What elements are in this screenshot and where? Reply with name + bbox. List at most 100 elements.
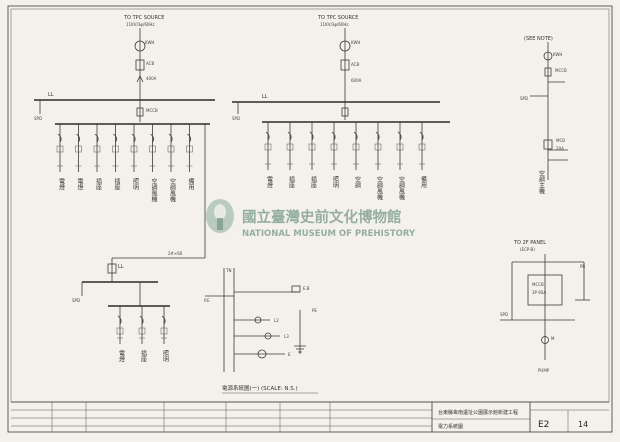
svg-text:MCCB: MCCB <box>532 282 544 287</box>
svg-text:TN: TN <box>225 268 231 273</box>
branch-circuit: 空調風機 <box>396 122 405 201</box>
svg-text:SPD: SPD <box>72 298 80 303</box>
branch-circuit: 電燈 <box>116 306 125 363</box>
middle-branch-group: 電燈 插座 插座 照明 空調 空調風機 空調風機 備用 <box>264 122 427 201</box>
svg-text:KWH: KWH <box>351 40 360 45</box>
branch-circuit: 照明 <box>160 306 169 363</box>
branch-label: 照明 <box>332 176 339 189</box>
left-source-label: TO TPC SOURCE <box>123 15 164 21</box>
drawing-border <box>7 5 613 433</box>
svg-text:KWH: KWH <box>553 52 562 57</box>
grounding-detail: TN E.B P.E L2 L3 E PE <box>204 268 317 372</box>
branch-circuit: 插座 <box>138 306 147 363</box>
branch-circuit: 插座 <box>93 124 102 191</box>
branch-label: 備用 <box>420 175 427 189</box>
branch-label: 電燈 <box>266 176 273 189</box>
svg-text:PE: PE <box>312 308 317 313</box>
project-name-cn: 台東縣卑南遺址公園展示館新建工程 <box>438 409 518 416</box>
right-panel-system: TO 2F PANEL (ECP-B) MCCB 3P 60A SPD M PU… <box>500 240 590 373</box>
branch-label: 空調風機 <box>150 177 157 203</box>
middle-system: TO TPC SOURCE 11KV/3φ/60Hz KWH ACB 600A … <box>232 15 450 123</box>
svg-text:MCCB: MCCB <box>555 68 567 73</box>
svg-text:3P 60A: 3P 60A <box>532 290 546 295</box>
svg-text:(ECP-B): (ECP-B) <box>520 247 535 252</box>
svg-text:PB: PB <box>580 264 585 269</box>
sheet-number: 14 <box>578 420 588 429</box>
svg-text:2#×60: 2#×60 <box>168 251 183 256</box>
branch-circuit: 空調風機 <box>374 122 383 201</box>
svg-text:E.B: E.B <box>303 286 310 291</box>
right-meter-icon <box>543 51 553 61</box>
svg-text:MCCB: MCCB <box>146 108 158 113</box>
left-system: TO TPC SOURCE 11KV/3φ/60Hz KWH ACB 400A … <box>34 15 215 125</box>
svg-text:PUMP: PUMP <box>538 368 550 373</box>
right-vertical-system: (SEE NOTE) KWH MCCB SPD MCB 20A 空調主機 <box>520 36 568 195</box>
branch-circuit: 電燈 <box>75 124 83 191</box>
branch-label: 電燈 <box>76 178 83 191</box>
museum-logo-icon <box>206 199 234 233</box>
left-transformer-icon <box>134 40 146 52</box>
svg-text:SPD: SPD <box>500 312 508 317</box>
branch-circuit: 電燈 <box>264 122 273 189</box>
branch-circuit: 電燈 <box>56 124 65 191</box>
middle-transformer-icon <box>339 40 351 52</box>
svg-text:SPD: SPD <box>232 116 240 121</box>
svg-text:11KV/3φ/60Hz: 11KV/3φ/60Hz <box>320 22 349 27</box>
svg-text:E: E <box>288 352 291 357</box>
svg-text:空調主機: 空調主機 <box>538 169 545 195</box>
branch-label: 空調風機 <box>376 175 383 201</box>
middle-bus-label: LL <box>262 94 268 100</box>
svg-text:L2: L2 <box>274 318 279 323</box>
svg-text:SPD: SPD <box>520 96 528 101</box>
branch-label: 插座 <box>113 177 120 191</box>
svg-text:SPD: SPD <box>34 116 42 121</box>
svg-text:MCB: MCB <box>556 138 565 143</box>
left-bus-label: LL <box>48 92 54 98</box>
right-panel-box <box>527 274 563 306</box>
svg-text:(SEE NOTE): (SEE NOTE) <box>524 36 553 42</box>
title-block: 台東縣卑南遺址公園展示館新建工程 電力系統圖 E2 14 <box>11 401 609 432</box>
svg-text:KWH: KWH <box>145 40 154 45</box>
branch-circuit: 空調風機 <box>167 124 176 203</box>
watermark-cn: 國立臺灣史前文化博物館 <box>242 208 402 226</box>
branch-label: 插座 <box>288 175 295 189</box>
svg-text:TO 2F PANEL: TO 2F PANEL <box>513 240 546 246</box>
branch-label: 空調 <box>354 175 361 189</box>
lower-branch-group: 電燈 插座 照明 <box>116 306 169 363</box>
svg-text:600A: 600A <box>351 78 362 83</box>
svg-text:400A: 400A <box>146 76 157 81</box>
branch-circuit: 插座 <box>308 122 317 189</box>
branch-label: 插座 <box>140 349 147 363</box>
lower-left-system: 2#×60 LL SPD <box>72 124 206 307</box>
branch-label: 空調風機 <box>398 175 405 201</box>
svg-text:M: M <box>551 336 555 341</box>
branch-circuit: 照明 <box>330 122 339 189</box>
branch-circuit: 空調風機 <box>149 124 157 203</box>
svg-text:20A: 20A <box>556 146 564 151</box>
branch-label: 插座 <box>310 175 317 189</box>
drawing-title-cn: 電力系統圖 <box>438 423 463 430</box>
branch-circuit: 照明 <box>130 124 139 191</box>
branch-circuit: 備用 <box>418 122 427 189</box>
watermark-en: NATIONAL MUSEUM OF PREHISTORY <box>242 229 416 239</box>
branch-circuit: 備用 <box>186 124 194 191</box>
branch-circuit: 插座 <box>286 122 295 189</box>
branch-label: 備用 <box>187 177 194 191</box>
svg-text:P.E: P.E <box>204 298 210 303</box>
branch-label: 照明 <box>162 350 169 363</box>
subdiagram-caption: 電源系統圖(一) (SCALE: N.S.) <box>222 384 298 392</box>
branch-label: 電燈 <box>118 350 125 363</box>
branch-label: 插座 <box>95 177 102 191</box>
left-branch-group: 電燈電燈插座插座照明空調風機空調風機備用 <box>56 124 194 203</box>
branch-circuit: 插座 <box>112 124 120 191</box>
svg-text:L3: L3 <box>284 334 289 339</box>
branch-circuit: 空調 <box>352 122 361 189</box>
middle-source-label: TO TPC SOURCE <box>317 15 358 21</box>
drawing-number: E2 <box>538 420 549 430</box>
museum-watermark: 國立臺灣史前文化博物館 NATIONAL MUSEUM OF PREHISTOR… <box>206 199 416 239</box>
svg-text:ACB: ACB <box>146 61 154 66</box>
ground-rod-icon <box>257 349 267 359</box>
svg-text:11KV/3φ/60Hz: 11KV/3φ/60Hz <box>126 22 155 27</box>
